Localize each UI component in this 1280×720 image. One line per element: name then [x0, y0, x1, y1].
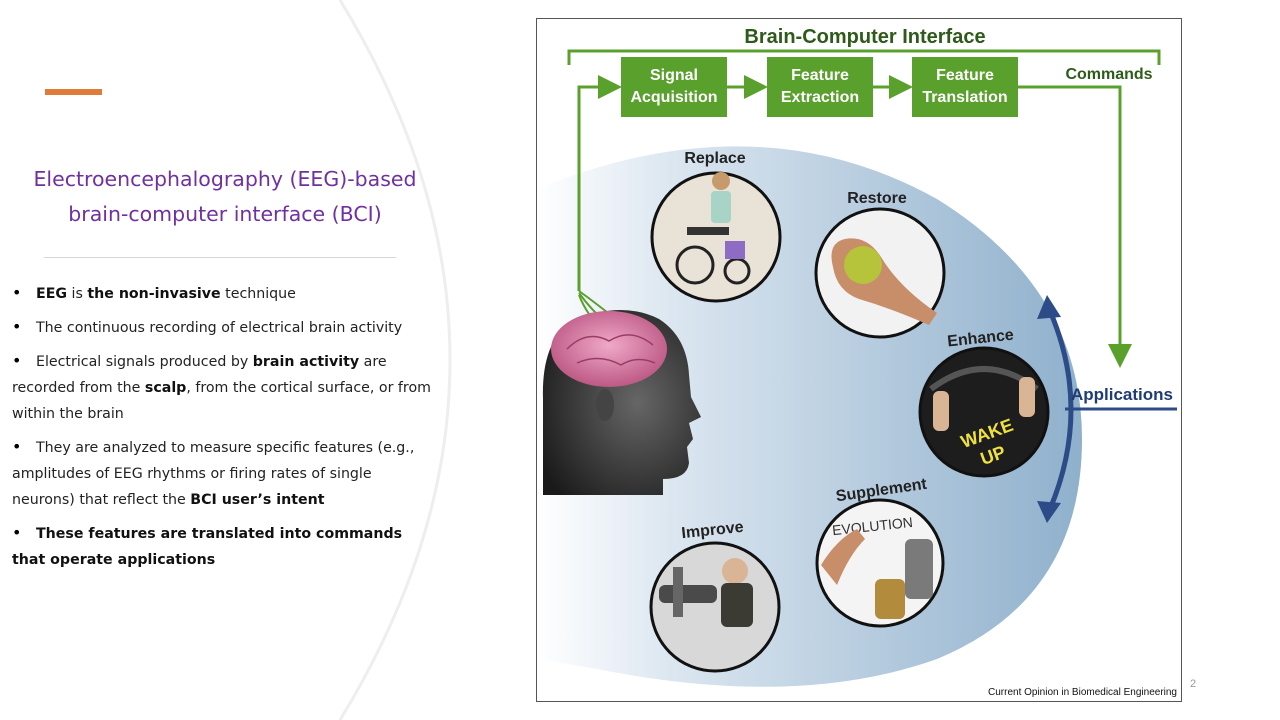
bullet-item: EEG is the non-invasive technique	[12, 280, 432, 307]
bullet-item: The continuous recording of electrical b…	[12, 314, 432, 341]
bullet-text: , from the cortical surface, or from wit…	[12, 380, 431, 422]
bci-bracket	[567, 49, 1161, 65]
signal-feedback-arrow	[577, 75, 622, 291]
step-label: Signal	[650, 67, 698, 84]
commands-label: Commands	[1065, 66, 1152, 83]
bci-diagram: Brain-Computer Interface Signal Acquisit…	[537, 26, 1177, 698]
application-supplement: EVOLUTION	[815, 498, 945, 628]
step-label: Feature	[936, 67, 994, 84]
bullet-text: technique	[220, 286, 296, 302]
step-label: Translation	[922, 89, 1007, 106]
bullet-text: are recorded from the	[12, 354, 387, 396]
arrow-up-icon	[1037, 295, 1061, 319]
bullet-list: EEG is the non-invasive techniqueThe con…	[12, 280, 432, 580]
step-label: Extraction	[781, 89, 859, 106]
step-feature-translation: Feature Translation	[912, 57, 1018, 117]
application-enhance: WAKE UP	[918, 346, 1050, 478]
page-number: 2	[1190, 678, 1197, 690]
application-label: Restore	[847, 190, 907, 207]
bullet-item: They are analyzed to measure specific fe…	[12, 434, 432, 513]
title-line-2: brain-computer interface (BCI)	[68, 202, 382, 226]
application-label: Enhance	[946, 327, 1014, 351]
application-restore	[814, 207, 946, 339]
bullet-bold-text: These features are translated into comma…	[12, 526, 403, 568]
step-signal-acquisition: Signal Acquisition	[621, 57, 727, 117]
step-label: Feature	[791, 67, 849, 84]
step-feature-extraction: Feature Extraction	[767, 57, 873, 117]
bullet-bold-text: EEG	[36, 286, 68, 302]
step-label: Acquisition	[630, 89, 717, 106]
title-divider	[44, 257, 396, 258]
bullet-bold-text: the non-invasive	[87, 286, 221, 302]
human-head-image	[542, 310, 701, 495]
accent-bar	[45, 89, 102, 95]
bullet-text: Electrical signals produced by	[36, 354, 253, 370]
bullet-bold-text: scalp	[144, 380, 187, 396]
bullet-bold-text: BCI user’s intent	[190, 492, 325, 508]
bullet-text: They are analyzed to measure specific fe…	[12, 440, 415, 508]
figure-credit: Current Opinion in Biomedical Engineerin…	[988, 687, 1177, 698]
bci-figure: Brain-Computer Interface Signal Acquisit…	[536, 18, 1182, 702]
bullet-item: These features are translated into comma…	[12, 520, 432, 573]
bullet-item: Electrical signals produced by brain act…	[12, 348, 432, 427]
application-label: Improve	[681, 519, 745, 542]
brain-icon	[551, 311, 667, 387]
figure-title: Brain-Computer Interface	[744, 26, 985, 48]
applications-label: Applications	[1071, 385, 1173, 404]
slide-title: Electroencephalography (EEG)-based brain…	[20, 162, 430, 232]
application-replace	[650, 171, 782, 303]
arrow-down-icon	[1037, 501, 1061, 523]
commands-arrow	[1018, 85, 1132, 368]
title-line-1: Electroencephalography (EEG)-based	[33, 167, 417, 191]
application-improve	[649, 541, 781, 673]
application-label: Replace	[684, 150, 745, 167]
bullet-text: is	[67, 286, 88, 302]
background-arc	[338, 0, 452, 720]
bullet-text: The continuous recording of electrical b…	[36, 320, 403, 336]
bullet-bold-text: brain activity	[252, 354, 360, 370]
